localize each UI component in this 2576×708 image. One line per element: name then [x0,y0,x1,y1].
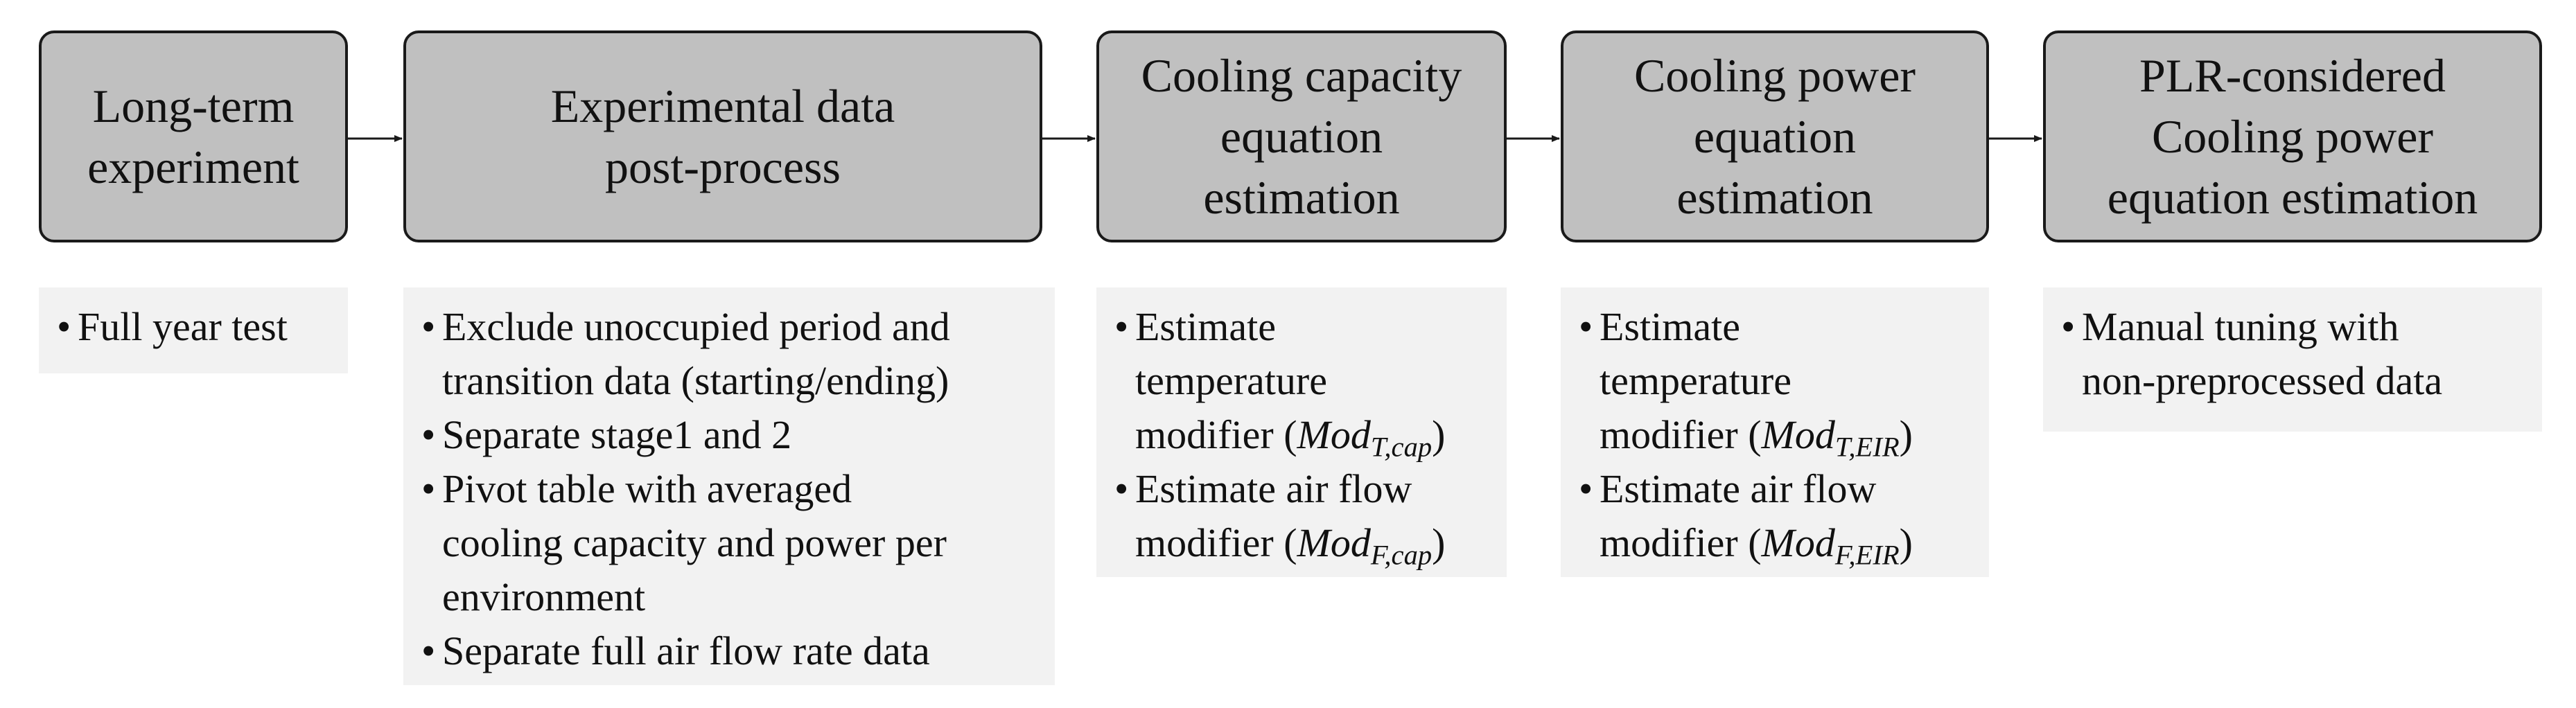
detail-text: Separate full air flow rate data [442,624,1041,678]
detail-line: Manual tuning with [2082,304,2399,349]
stage-title-line: estimation [1676,171,1873,224]
detail-line: Estimate [1600,304,1740,349]
bullet-icon: • [57,304,71,349]
stage-title-line: post-process [605,141,841,193]
detail-line: Estimate air flow [1600,466,1877,511]
detail-prefix: modifier ( [1135,520,1297,565]
detail-item: • Full year test [57,300,334,354]
detail-item: • Separate stage1 and 2 [421,408,1041,462]
detail-line: cooling capacity and power per [442,520,947,565]
stage-title-line: equation estimation [2107,171,2478,224]
detail-text: Full year test [78,300,334,354]
detail-text: Exclude unoccupied period and transition… [442,300,1041,408]
detail-line-with-symbol: modifier (ModF,EIR) [1600,516,1975,570]
detail-line: Exclude unoccupied period and [442,304,950,349]
detail-panel-plr-considered-cooling-power-equation-estimation: • Manual tuning with non-preprocessed da… [2043,287,2542,432]
stage-title: Experimental data post-process [551,76,895,197]
stage-box-cooling-capacity-equation-estimation: Cooling capacity equation estimation [1096,30,1507,242]
stage-box-long-term-experiment: Long-term experiment [39,30,348,242]
detail-suffix: ) [1432,520,1446,565]
bullet-icon: • [1114,466,1129,511]
detail-text: Estimate temperature modifier (ModT,EIR) [1600,300,1975,462]
stage-title: PLR-considered Cooling power equation es… [2108,45,2478,228]
stage-title: Cooling power equation estimation [1634,45,1916,228]
detail-text: Pivot table with averaged cooling capaci… [442,462,1041,624]
bullet-icon: • [421,466,436,511]
symbol-subscript: T,EIR [1834,431,1900,463]
bullet-icon: • [2061,304,2076,349]
detail-text: Manual tuning with non-preprocessed data [2082,300,2528,408]
detail-item: • Exclude unoccupied period and transiti… [421,300,1041,408]
detail-item: • Estimate air flow modifier (ModF,cap) [1114,462,1493,570]
detail-text: Separate stage1 and 2 [442,408,1041,462]
detail-item: • Pivot table with averaged cooling capa… [421,462,1041,624]
symbol-base: Mod [1761,520,1835,565]
detail-line: transition data (starting/ending) [442,358,949,403]
symbol-subscript: T,cap [1370,431,1432,463]
stage-title-line: experiment [87,141,299,193]
stage-title: Long-term experiment [87,76,299,197]
detail-text: Estimate temperature modifier (ModT,cap) [1135,300,1493,462]
detail-line: non-preprocessed data [2082,358,2443,403]
detail-suffix: ) [1899,520,1913,565]
bullet-icon: • [421,412,436,457]
detail-text: Estimate air flow modifier (ModF,cap) [1135,462,1493,570]
stage-title-line: Cooling power [1633,49,1916,102]
detail-line: Full year test [78,304,288,349]
detail-suffix: ) [1432,412,1446,457]
detail-line-with-symbol: modifier (ModF,cap) [1135,516,1493,570]
symbol-base: Mod [1761,412,1835,457]
symbol-subscript: F,EIR [1834,539,1900,571]
detail-text: Estimate air flow modifier (ModF,EIR) [1600,462,1975,570]
detail-line-with-symbol: modifier (ModT,cap) [1135,408,1493,462]
stage-title-line: Experimental data [550,80,895,132]
detail-line: temperature [1135,358,1327,403]
stage-title-line: PLR-considered [2139,49,2446,102]
detail-prefix: modifier ( [1135,412,1297,457]
detail-line: Estimate [1135,304,1276,349]
stage-box-cooling-power-equation-estimation: Cooling power equation estimation [1561,30,1989,242]
detail-panel-long-term-experiment: • Full year test [39,287,348,373]
bullet-icon: • [1579,304,1593,349]
detail-line: Estimate air flow [1135,466,1412,511]
detail-suffix: ) [1899,412,1913,457]
stage-title-line: estimation [1203,171,1400,224]
stage-box-experimental-data-post-process: Experimental data post-process [403,30,1042,242]
detail-line: Separate stage1 and 2 [442,412,792,457]
symbol-base: Mod [1297,412,1371,457]
detail-item: • Estimate temperature modifier (ModT,EI… [1579,300,1975,462]
detail-line-with-symbol: modifier (ModT,EIR) [1600,408,1975,462]
detail-panel-cooling-power-equation-estimation: • Estimate temperature modifier (ModT,EI… [1561,287,1989,577]
detail-panel-experimental-data-post-process: • Exclude unoccupied period and transiti… [403,287,1055,685]
stage-title-line: Cooling power [2151,110,2434,163]
detail-line: temperature [1600,358,1791,403]
symbol-subscript: F,cap [1370,539,1432,571]
bullet-icon: • [1579,466,1593,511]
detail-item: • Separate full air flow rate data [421,624,1041,678]
detail-item: • Estimate air flow modifier (ModF,EIR) [1579,462,1975,570]
detail-prefix: modifier ( [1600,412,1762,457]
symbol-base: Mod [1297,520,1371,565]
detail-line: Separate full air flow rate data [442,628,930,673]
bullet-icon: • [1114,304,1129,349]
detail-line: environment [442,574,646,619]
detail-item: • Estimate temperature modifier (ModT,ca… [1114,300,1493,462]
stage-title: Cooling capacity equation estimation [1141,45,1462,228]
detail-line: Pivot table with averaged [442,466,852,511]
stage-title-line: equation [1220,110,1383,163]
detail-prefix: modifier ( [1600,520,1762,565]
bullet-icon: • [421,304,436,349]
stage-title-line: equation [1693,110,1857,163]
detail-item: • Manual tuning with non-preprocessed da… [2061,300,2528,408]
detail-panel-cooling-capacity-equation-estimation: • Estimate temperature modifier (ModT,ca… [1096,287,1507,577]
bullet-icon: • [421,628,436,673]
stage-box-plr-considered-cooling-power-equation-estimation: PLR-considered Cooling power equation es… [2043,30,2542,242]
stage-title-line: Cooling capacity [1141,49,1462,102]
stage-title-line: Long-term [92,80,295,132]
